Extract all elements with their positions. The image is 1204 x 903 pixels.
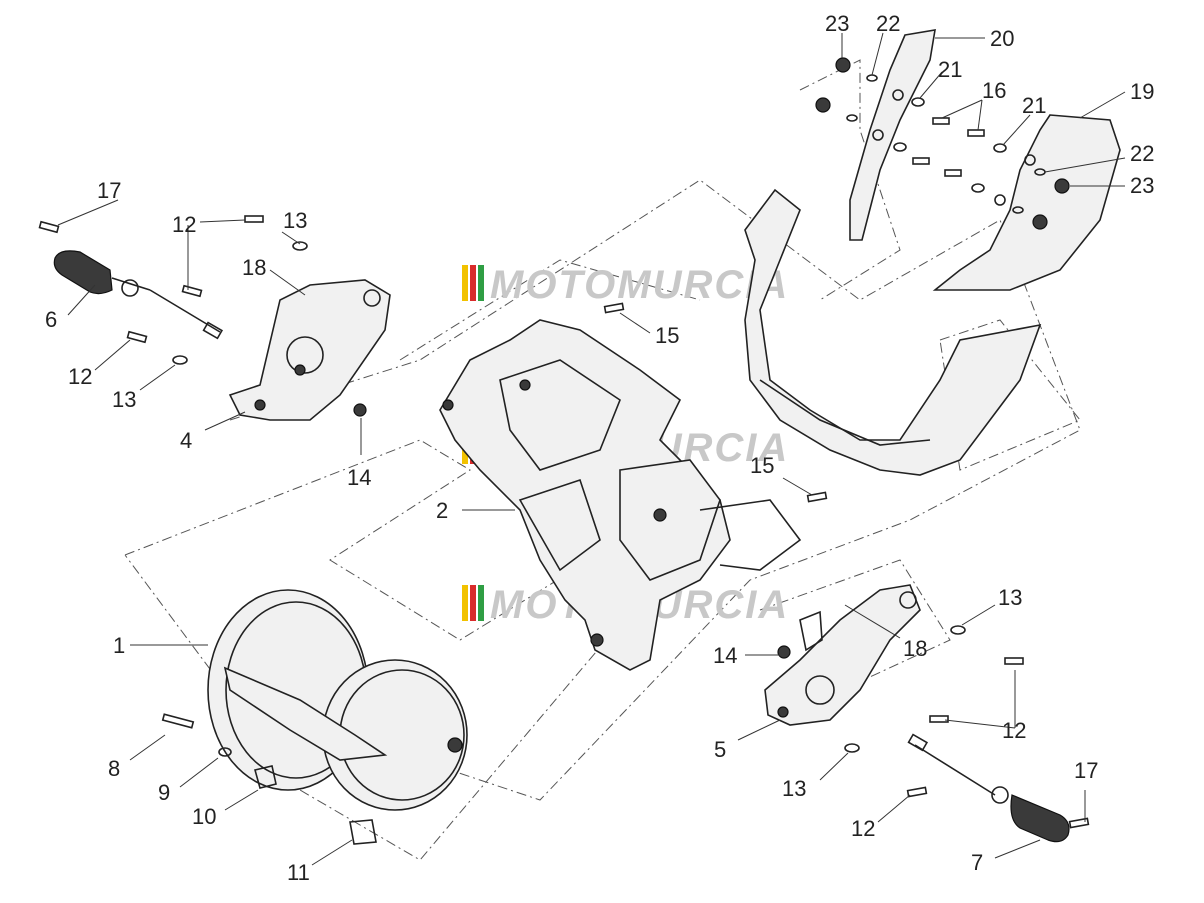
watermark-stripe-yellow bbox=[462, 585, 468, 621]
callout-14-left: 14 bbox=[347, 465, 371, 490]
callout-9: 9 bbox=[158, 780, 170, 805]
right-turn-indicator bbox=[907, 733, 1070, 843]
headlight-assembly bbox=[207, 589, 468, 811]
callout-21-right: 21 bbox=[1022, 93, 1046, 118]
callout-1: 1 bbox=[113, 633, 125, 658]
callout-19: 19 bbox=[1130, 79, 1154, 104]
left-turn-indicator bbox=[53, 250, 224, 340]
side-trim-panel-20 bbox=[849, 29, 936, 241]
callout-4: 4 bbox=[180, 428, 192, 453]
watermark-stripe-yellow bbox=[462, 265, 468, 301]
callout-13-left: 13 bbox=[112, 387, 136, 412]
callout-13-right: 13 bbox=[998, 585, 1022, 610]
callout-10: 10 bbox=[192, 804, 216, 829]
watermark-stripe-green bbox=[478, 585, 484, 621]
right-turn-signal-bracket bbox=[764, 584, 921, 726]
callout-2: 2 bbox=[436, 498, 448, 523]
watermark-stripe-red bbox=[470, 265, 476, 301]
callout-15-right: 15 bbox=[750, 453, 774, 478]
callout-11: 11 bbox=[287, 860, 310, 885]
callout-6: 6 bbox=[45, 307, 57, 332]
headlight-support-frame bbox=[439, 319, 802, 671]
callout-22-top: 22 bbox=[876, 11, 900, 36]
callout-labels: 1 2 4 5 6 7 8 9 10 11 12 12 12 12 13 13 … bbox=[45, 11, 1154, 885]
lower-fairing-panel bbox=[744, 188, 1042, 476]
callout-17-right: 17 bbox=[1074, 758, 1098, 783]
callout-18-left: 18 bbox=[242, 255, 266, 280]
watermark-top: MOTOMURCIA bbox=[462, 263, 789, 307]
watermark-stripe-red bbox=[470, 585, 476, 621]
callout-12-bottom-right: 12 bbox=[851, 816, 875, 841]
callout-16: 16 bbox=[982, 78, 1006, 103]
callout-12-right: 12 bbox=[1002, 718, 1026, 743]
callout-12-left: 12 bbox=[68, 364, 92, 389]
callout-8: 8 bbox=[108, 756, 120, 781]
left-turn-signal-bracket bbox=[228, 279, 391, 421]
hardware-fasteners bbox=[38, 57, 1090, 845]
leader-lines bbox=[57, 32, 1126, 866]
callout-7: 7 bbox=[971, 850, 983, 875]
callout-18-right: 18 bbox=[903, 636, 927, 661]
callout-17-left: 17 bbox=[97, 178, 121, 203]
callout-20: 20 bbox=[990, 26, 1014, 51]
callout-21-top: 21 bbox=[938, 57, 962, 82]
callout-12-top-left: 12 bbox=[172, 212, 196, 237]
callout-23-right: 23 bbox=[1130, 173, 1154, 198]
callout-13-top-left: 13 bbox=[283, 208, 307, 233]
callout-14-right: 14 bbox=[713, 643, 737, 668]
watermark-text: MOTOMURCIA bbox=[490, 263, 789, 307]
callout-13-bottom-right: 13 bbox=[782, 776, 806, 801]
callout-15-top: 15 bbox=[655, 323, 679, 348]
watermark-stripe-green bbox=[478, 265, 484, 301]
callout-5: 5 bbox=[714, 737, 726, 762]
callout-23-top: 23 bbox=[825, 11, 849, 36]
callout-22-right: 22 bbox=[1130, 141, 1154, 166]
side-trim-panel-19 bbox=[932, 114, 1121, 291]
